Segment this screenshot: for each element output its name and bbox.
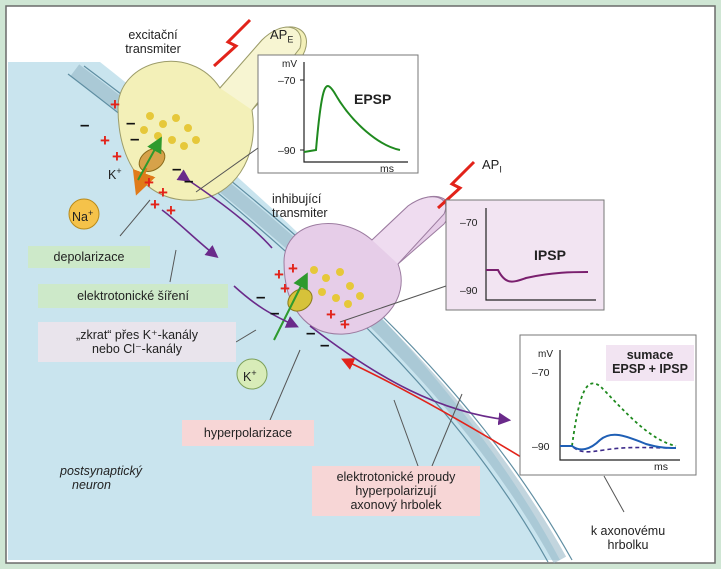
ap-e-lightning-icon: [212, 18, 252, 68]
k-ion2-label: K+: [243, 368, 257, 385]
epsp-y-unit: mV: [282, 59, 297, 70]
plus-sign: +: [166, 201, 176, 220]
hyperpolarization-box: hyperpolarizace: [182, 420, 314, 446]
epsp-title: EPSP: [354, 91, 392, 107]
plus-sign: +: [326, 305, 336, 324]
minus-sign: –: [320, 335, 330, 354]
leader-currents-2: [431, 393, 463, 467]
epsp-x-unit: ms: [380, 163, 394, 175]
plus-sign: +: [110, 95, 120, 114]
epsp-graph-box: [257, 54, 419, 174]
summation-y-top: –70: [532, 367, 550, 379]
leader-depolarization: [119, 199, 151, 237]
minus-sign: –: [184, 171, 194, 190]
excitatory-transmitter-label: excitační transmiter: [125, 28, 181, 56]
plus-sign: +: [144, 173, 154, 192]
ipsp-axes: [485, 208, 596, 301]
leader-short-circuit: [235, 329, 257, 343]
inhibitory-vesicles: [310, 266, 364, 308]
leader-hillock: [603, 475, 625, 513]
ipsp-y-top: –70: [460, 217, 478, 229]
ap-i-lightning-icon: [436, 160, 476, 210]
plus-sign: +: [158, 183, 168, 202]
ap-i-label: API: [482, 157, 502, 175]
plus-sign: +: [100, 131, 110, 150]
leader-epsp: [195, 147, 259, 193]
depolarization-box: depolarizace: [28, 246, 150, 268]
excitatory-vesicles: [140, 112, 200, 150]
plus-sign: +: [112, 147, 122, 166]
minus-sign: –: [256, 287, 266, 306]
summation-y-bottom: –90: [532, 441, 550, 453]
summation-title: sumace EPSP + IPSP: [612, 348, 688, 376]
minus-sign: –: [80, 115, 90, 134]
k-ion-icon: [236, 358, 268, 390]
leader-ipsp: [339, 285, 447, 323]
leader-currents-1: [393, 399, 419, 467]
short-circuit-box: „zkrat“ přes K⁺-kanály nebo Cl⁻-kanály: [38, 322, 236, 362]
inhibitory-axon: [371, 196, 447, 265]
na-ion-label: Na+: [72, 208, 94, 225]
plus-sign: +: [340, 315, 350, 334]
electrotonic-arrow-1: [161, 209, 219, 258]
minus-sign: –: [126, 113, 136, 132]
electrotonic-arrow-2: [233, 285, 299, 328]
electrotonic-arrow-3: [309, 325, 512, 426]
summation-sum-curve: [560, 433, 677, 451]
summation-title-bg: [606, 345, 694, 381]
inhibitory-transmitter-label: inhibující transmiter: [272, 192, 328, 220]
electrotonic-currents-box: elektrotonické proudy hyperpolarizují ax…: [312, 466, 480, 516]
leader-electrotonic: [169, 249, 177, 283]
ipsp-curve: [486, 269, 589, 283]
plus-sign: +: [280, 279, 290, 298]
epsp-curve: [303, 85, 401, 153]
epsp-axes: [303, 62, 408, 163]
hyperpolarizing-current-arrow: [341, 358, 527, 461]
summation-x-unit: ms: [654, 461, 668, 473]
na-influx-arrow: [132, 167, 156, 196]
ipsp-graph-box: [445, 199, 605, 311]
summation-axes: [559, 350, 680, 461]
ap-e-label: APE: [270, 27, 294, 45]
electrotonic-spread-box: elektrotonické šíření: [38, 284, 228, 308]
k-efflux-inhibitory-arrow: [273, 272, 308, 341]
summation-y-unit: mV: [538, 349, 553, 360]
epsp-y-bottom: –90: [278, 145, 296, 157]
summation-ipsp-curve: [560, 445, 677, 453]
postsynaptic-neuron-label: postsynaptický neuron: [60, 464, 142, 492]
na-ion-icon: [68, 198, 100, 230]
ipsp-title: IPSP: [534, 247, 566, 263]
epsp-y-top: –70: [278, 75, 296, 87]
minus-sign: –: [270, 303, 280, 322]
plus-sign: +: [150, 195, 160, 214]
minus-sign: –: [172, 159, 182, 178]
minus-sign: –: [130, 129, 140, 148]
minus-sign: –: [306, 323, 316, 342]
ipsp-y-bottom: –90: [460, 285, 478, 297]
plus-sign: +: [274, 265, 284, 284]
to-axon-hillock-label: k axonovému hrbolku: [590, 524, 666, 552]
leader-hyperpolarization: [269, 349, 301, 421]
k-ion-label: K+: [108, 166, 122, 183]
plus-sign: +: [288, 259, 298, 278]
k-efflux-arrow: [137, 136, 162, 181]
summation-epsp-curve: [560, 382, 677, 447]
